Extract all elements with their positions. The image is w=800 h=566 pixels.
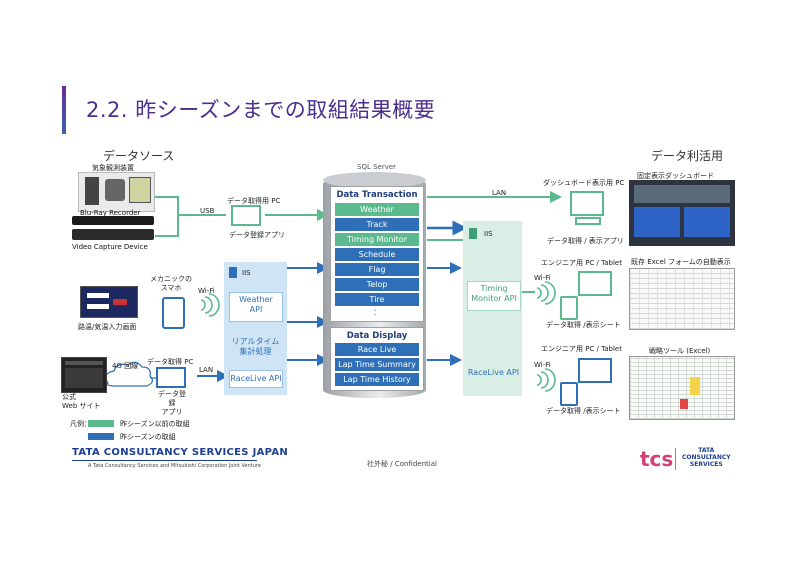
title-accent-bar	[62, 86, 66, 134]
usage-heading: データ利活用	[651, 149, 724, 163]
strategy-tool-label: 戦略ツール (Excel)	[649, 347, 711, 355]
cloud-icon	[105, 361, 153, 387]
legend-prev-label: 昨シーズン以前の取組	[120, 420, 190, 428]
tx-row-schedule: Schedule	[335, 248, 419, 261]
excel-form-image	[629, 268, 735, 330]
engineer2-tablet-icon	[560, 382, 578, 406]
sql-server-cylinder-top	[323, 172, 426, 188]
weather-device-label: 気象観測装置	[92, 164, 134, 172]
bluray-label: Blu-Ray Recorder	[80, 209, 141, 217]
realtime-processing-label: リアルタイム 集計処理	[231, 337, 280, 356]
pc1-monitor-icon	[231, 205, 261, 226]
sources-heading: データソース	[103, 149, 175, 163]
engineer2-laptop-icon	[578, 358, 612, 383]
legend-swatch-prev	[88, 420, 114, 427]
confidential-label: 社外秘 / Confidential	[367, 460, 437, 468]
video-capture-image	[72, 229, 154, 240]
website-label: 公式 Web サイト	[62, 393, 101, 410]
page-title: 2.2. 昨シーズンまでの取組結果概要	[86, 98, 436, 122]
bluray-image	[72, 216, 154, 225]
mechanic-label: メカニックの スマホ	[150, 275, 192, 292]
dashboard-pc-stand-icon	[575, 217, 601, 225]
wifi-label-usage2: Wi-Fi	[534, 361, 551, 369]
data-transaction-panel: Data Transaction Weather Track Timing Mo…	[330, 186, 424, 322]
sheet2-label: データ取得 /表示シート	[546, 407, 621, 415]
pc2-label: データ取得 PC	[147, 358, 194, 366]
input-screen-label: 路温/気温入力画面	[78, 323, 137, 331]
weather-device-image	[78, 172, 155, 212]
engineer1-tablet-icon	[560, 296, 578, 320]
fixed-dashboard-image	[629, 180, 735, 246]
legend-prefix: 凡例：	[70, 420, 91, 428]
company-name: TATA CONSULTANCY SERVICES JAPAN	[72, 447, 289, 458]
timing-monitor-api-box: Timing Monitor API	[467, 281, 521, 311]
tcs-logo: tcs	[640, 447, 674, 471]
weather-api-box: Weather API	[229, 292, 283, 322]
video-capture-label: Video Capture Device	[72, 243, 148, 251]
tx-row-timing: Timing Monitor	[335, 233, 419, 246]
sql-server-label: SQL Server	[357, 163, 397, 171]
engineer1-label: エンジニア用 PC / Tablet	[541, 259, 622, 267]
pc2-app-label: データ登 録 アプリ	[158, 390, 186, 416]
racelive-api-box-left: RaceLive API	[229, 370, 283, 388]
usb-label: USB	[200, 207, 215, 215]
wifi-label-usage1: Wi-Fi	[534, 274, 551, 282]
iis-right-label: IIS	[484, 230, 493, 238]
racelive-api-right: RaceLive API	[467, 368, 520, 377]
sheet1-label: データ取得 /表示シート	[546, 321, 621, 329]
input-screen-image	[80, 286, 138, 318]
tx-row-flag: Flag	[335, 263, 419, 276]
disp-row-racelive: Race Live	[335, 343, 419, 356]
excel-auto-label: 既存 Excel フォームの自動表示	[631, 258, 731, 266]
tcs-logo-divider	[675, 448, 676, 470]
tcs-name: TATA CONSULTANCY SERVICES	[682, 447, 731, 468]
fixed-dashboard-label: 固定表示ダッシュボード	[637, 172, 714, 180]
pc1-label: データ取得用 PC	[227, 197, 281, 205]
pc2-laptop-icon	[156, 367, 186, 388]
data-display-title: Data Display	[346, 331, 408, 341]
dashboard-pc-monitor-icon	[570, 191, 604, 216]
company-divider	[72, 460, 257, 461]
dashboard-app-label: データ取得 / 表示アプリ	[547, 237, 624, 245]
legend-last-label: 昨シーズンの取組	[120, 433, 176, 441]
tx-row-more: ：	[373, 308, 381, 317]
pc1-app-label: データ登録アプリ	[229, 231, 285, 239]
website-image	[61, 357, 107, 393]
lan-label-source: LAN	[199, 366, 214, 374]
server-icon-left	[229, 267, 237, 278]
strategy-tool-image	[629, 356, 735, 420]
legend-swatch-last	[88, 433, 114, 440]
disp-row-laptime-summary: Lap Time Summary	[335, 358, 419, 371]
tx-row-weather: Weather	[335, 203, 419, 216]
wifi-label-source: Wi-Fi	[198, 287, 215, 295]
server-icon-right	[469, 228, 477, 239]
company-subtitle: A Tata Consultancy Services and Mitsubis…	[88, 463, 261, 469]
smartphone-icon	[162, 297, 185, 329]
data-display-panel: Data Display Race Live Lap Time Summary …	[330, 327, 424, 391]
engineer1-laptop-icon	[578, 271, 612, 296]
dashboard-pc-label: ダッシュボード表示用 PC	[543, 179, 625, 187]
iis-left-label: IIS	[242, 269, 251, 277]
tx-row-track: Track	[335, 218, 419, 231]
engineer2-label: エンジニア用 PC / Tablet	[541, 345, 622, 353]
data-transaction-title: Data Transaction	[336, 190, 418, 200]
tx-row-tire: Tire	[335, 293, 419, 306]
tx-row-telop: Telop	[335, 278, 419, 291]
disp-row-laptime-history: Lap Time History	[335, 373, 419, 386]
lan-label-usage: LAN	[492, 189, 507, 197]
4g-label: 4G 回線	[112, 362, 139, 370]
